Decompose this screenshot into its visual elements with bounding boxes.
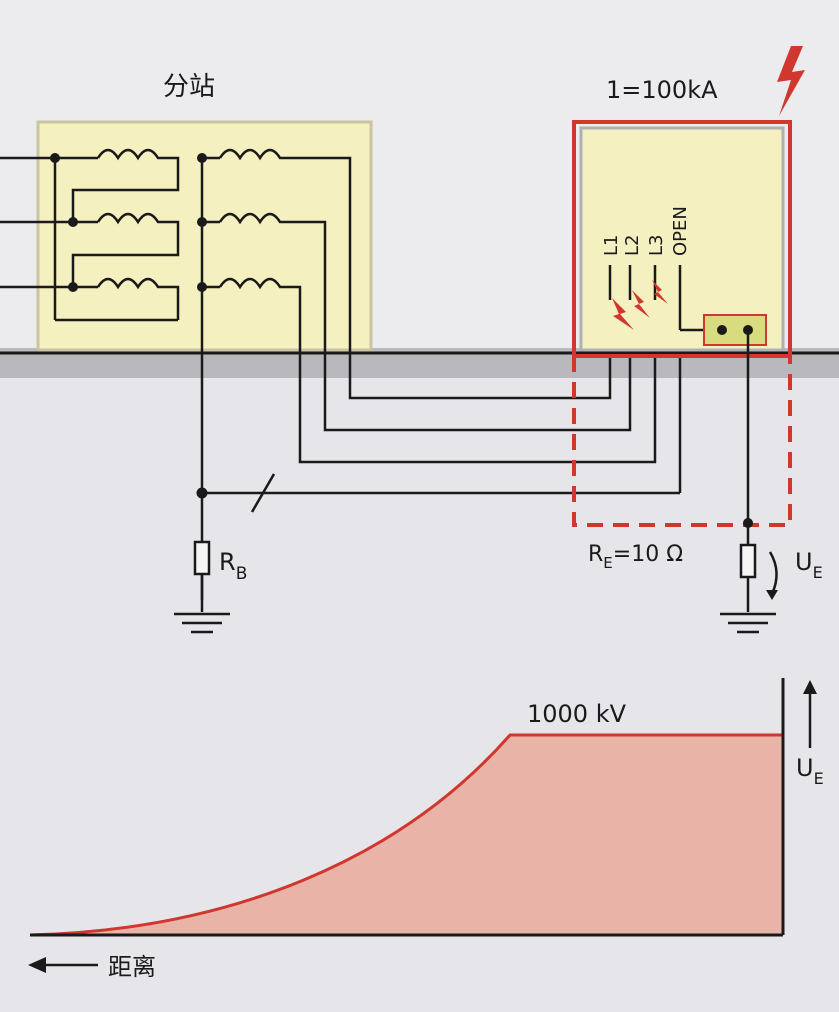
current-label: 1=100kA <box>606 76 718 104</box>
voltage-profile-line <box>29 733 783 937</box>
ue-label-upper: UE <box>795 548 823 582</box>
rb-ground-symbol <box>174 574 230 634</box>
earth-terminal <box>703 314 767 346</box>
conductor-l2-label: L2 <box>622 235 643 256</box>
ue-arrowhead-down-icon <box>766 590 778 600</box>
primary-junctions <box>50 153 78 292</box>
distance-label: 距离 <box>108 953 156 981</box>
substation-label: 分站 <box>163 72 215 102</box>
flashover-spark-icons <box>612 280 668 330</box>
installation-red-outline <box>572 120 792 358</box>
conductor-l3-label: L3 <box>646 235 667 256</box>
installation-box <box>579 126 785 352</box>
lightning-bolt-icon <box>777 46 805 116</box>
re-ground-symbol <box>720 612 776 634</box>
rb-resistor <box>193 540 211 576</box>
re-resistor <box>739 543 757 579</box>
re-label: RE=10 Ω <box>588 542 683 572</box>
terminal-node-left <box>717 325 727 335</box>
conductor-l1-label: L1 <box>601 235 622 256</box>
secondary-junctions <box>196 153 208 499</box>
transformer-primary <box>0 148 180 322</box>
ue-label-lower: UE <box>796 754 824 788</box>
earth-junction <box>743 518 753 528</box>
rb-label: RB <box>219 548 247 584</box>
transformer-secondary <box>200 148 682 600</box>
arrow-left-icon <box>28 957 46 973</box>
peak-voltage-label: 1000 kV <box>527 700 627 728</box>
conductor-open-label: OPEN <box>670 206 691 256</box>
earth-zone-dashed-outline <box>572 356 792 527</box>
voltage-profile-area <box>30 735 783 935</box>
arrow-up-icon <box>803 680 817 694</box>
